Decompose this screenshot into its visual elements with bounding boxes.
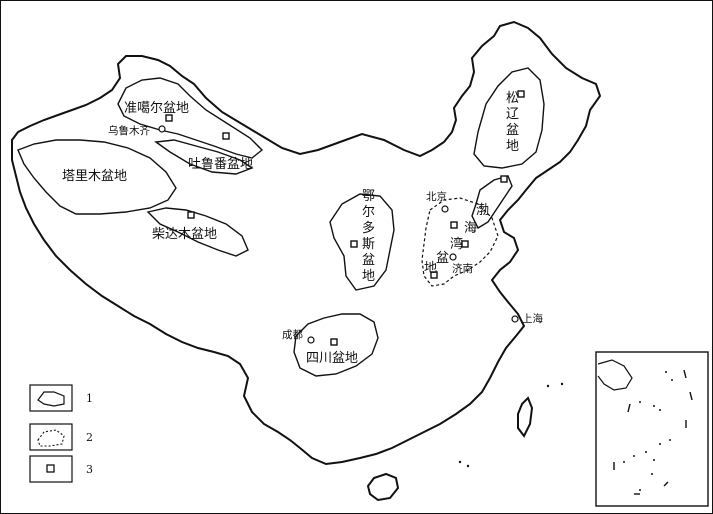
label-junggar-basin: 准噶尔盆地 [124, 101, 189, 116]
city-dot-jinan [449, 253, 457, 261]
city-dot-chengdu [307, 336, 315, 344]
label-shanghai: 上海 [522, 312, 543, 325]
oilfield-sichuan [330, 338, 338, 346]
svg-text:松: 松 [506, 91, 519, 106]
svg-text:尔: 尔 [362, 205, 375, 220]
label-bohai-basin: 渤 海 湾 盆 地 [424, 202, 489, 276]
oilfield-shengli [461, 240, 469, 248]
label-jinan: 济南 [452, 262, 473, 275]
svg-text:湾: 湾 [450, 236, 463, 252]
sichuan-basin-outline [293, 313, 379, 377]
oilfield-qaidam [187, 211, 195, 219]
oilfield-songliao [517, 90, 525, 98]
city-dot-beijing [441, 205, 449, 213]
legend-label-2: 2 [86, 431, 93, 444]
scattered-islets [458, 382, 564, 468]
svg-text:海: 海 [464, 221, 477, 236]
svg-text:地: 地 [506, 139, 519, 154]
label-songliao-basin: 松 辽 盆 地 [506, 91, 519, 154]
label-beijing: 北京 [426, 190, 447, 203]
svg-text:地: 地 [424, 261, 437, 276]
city-dot-shanghai [511, 315, 519, 323]
svg-text:地: 地 [362, 269, 375, 284]
svg-text:盆: 盆 [506, 123, 519, 138]
svg-text:多: 多 [362, 220, 375, 236]
legend-label-3: 3 [86, 463, 93, 476]
svg-text:斯: 斯 [362, 237, 375, 252]
svg-text:渤: 渤 [476, 202, 489, 218]
south-china-sea-inset [595, 351, 709, 507]
oilfield-liaohe [500, 175, 508, 183]
oilfield-ordos [350, 240, 358, 248]
oilfield-zhongyuan [430, 271, 438, 279]
label-sichuan-basin: 四川盆地 [306, 351, 358, 366]
label-tarim-basin: 塔里木盆地 [62, 169, 127, 184]
china-outline [11, 20, 602, 466]
basin-outline-icon [37, 391, 65, 407]
dashed-outline-icon [37, 429, 65, 447]
oilfield-markers [165, 90, 525, 346]
oilfield-turpan [222, 132, 230, 140]
legend: 1 2 3 [29, 384, 93, 483]
label-turpan-basin: 吐鲁番盆地 [188, 157, 253, 172]
label-chengdu: 成都 [282, 329, 303, 341]
label-urumqi: 乌鲁木齐 [108, 124, 150, 137]
svg-text:盆: 盆 [362, 253, 375, 268]
legend-label-1: 1 [86, 392, 93, 405]
qaidam-basin-outline [146, 207, 249, 257]
bohai-basin-outline [421, 197, 499, 287]
taiwan-island [517, 396, 534, 438]
ordos-basin-outline [329, 193, 395, 291]
hainan-island [366, 472, 400, 502]
tarim-basin-outline [17, 139, 177, 215]
oilfield-square-icon [46, 464, 55, 473]
svg-text:辽: 辽 [506, 107, 519, 122]
city-markers [158, 125, 519, 344]
city-dot-urumqi [158, 125, 166, 133]
label-qaidam-basin: 柴达木盆地 [152, 227, 217, 242]
oilfield-junggar [165, 114, 173, 122]
oilfield-dagang [450, 221, 458, 229]
label-ordos-basin: 鄂 尔 多 斯 盆 地 [362, 189, 375, 284]
svg-text:盆: 盆 [436, 251, 449, 266]
turpan-basin-outline [154, 139, 254, 175]
songliao-basin-outline [473, 67, 545, 169]
svg-text:鄂: 鄂 [362, 189, 375, 204]
